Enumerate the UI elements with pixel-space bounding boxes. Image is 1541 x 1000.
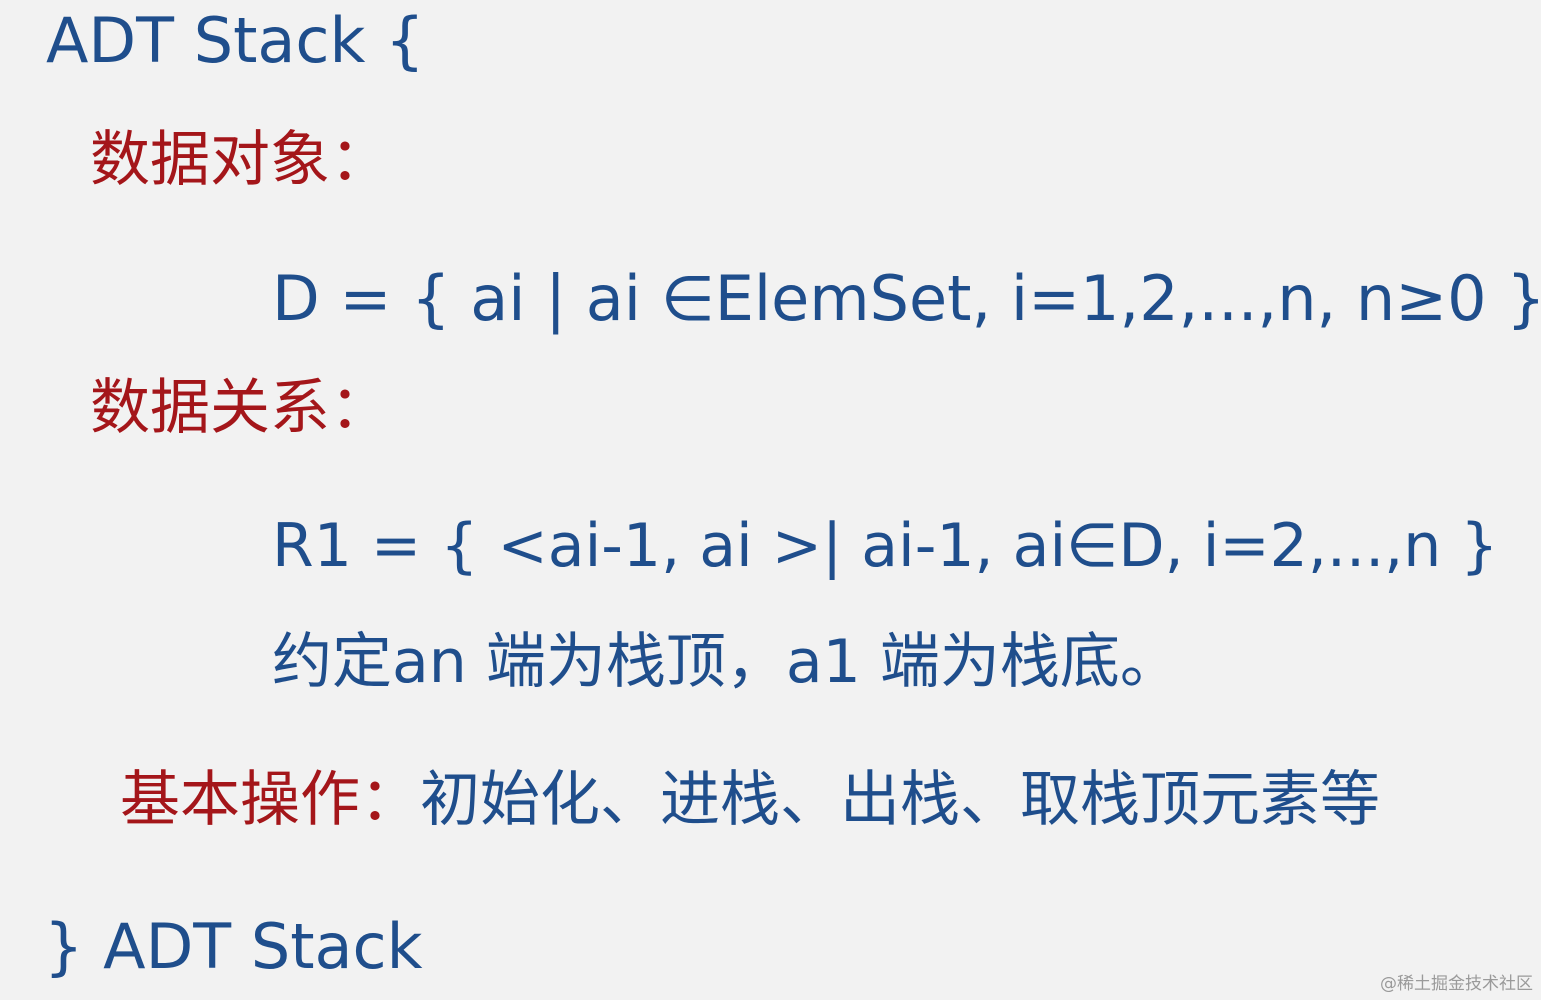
- data-relation-definition: R1 = { <ai-1, ai >| ai-1, ai∈D, i=2,...,…: [272, 511, 1499, 581]
- adt-close-line: } ADT Stack: [44, 910, 423, 983]
- data-object-label: 数据对象：: [90, 125, 390, 195]
- operations-line: 基本操作：初始化、进栈、出栈、取栈顶元素等: [120, 770, 1380, 830]
- operations-label: 基本操作：: [120, 765, 420, 835]
- data-relation-label: 数据关系：: [90, 373, 390, 443]
- operations-items: 初始化、进栈、出栈、取栈顶元素等: [420, 765, 1380, 835]
- data-object-definition: D = { ai | ai ∈ElemSet, i=1,2,...,n, n≥0…: [272, 262, 1541, 335]
- watermark: @稀土掘金技术社区: [1380, 974, 1533, 994]
- adt-open-line: ADT Stack {: [46, 4, 425, 77]
- stack-convention-text: 约定an 端为栈顶，a1 端为栈底。: [272, 627, 1180, 697]
